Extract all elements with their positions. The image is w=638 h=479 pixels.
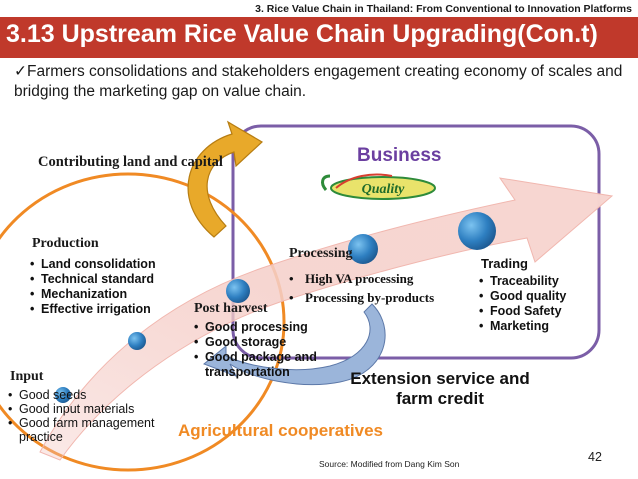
trading-title: Trading xyxy=(481,256,528,271)
post-harvest-list: Good processing Good storage Good packag… xyxy=(194,320,354,380)
list-item: High VA processing xyxy=(289,269,434,288)
intro-text: Farmers consolidations and stakeholders … xyxy=(14,63,623,100)
list-item: Good seeds xyxy=(8,388,183,402)
title-bar xyxy=(0,17,638,58)
list-item: Good input materials xyxy=(8,402,183,416)
contributing-arrow xyxy=(187,120,264,238)
input-list: Good seeds Good input materials Good far… xyxy=(8,388,183,444)
list-item: Good storage xyxy=(194,335,354,350)
trading-list: Traceability Good quality Food Safety Ma… xyxy=(479,274,589,334)
business-box xyxy=(231,124,601,360)
production-node xyxy=(128,332,146,350)
post-harvest-title: Post harvest xyxy=(194,301,268,316)
list-item: Good quality xyxy=(479,289,589,304)
slide-title: 3.13 Upstream Rice Value Chain Upgrading… xyxy=(6,20,598,48)
input-title: Input xyxy=(10,369,44,384)
production-list: Land consolidation Technical standard Me… xyxy=(30,257,156,317)
list-item: Traceability xyxy=(479,274,589,289)
processing-title: Processing xyxy=(289,246,353,261)
list-item: Processing by-products xyxy=(289,288,434,307)
list-item: Good farm management practice xyxy=(8,416,183,444)
quality-logo: Quality xyxy=(321,173,436,200)
list-item: Good package and transportation xyxy=(194,350,354,380)
trading-node xyxy=(458,212,496,250)
business-label: Business xyxy=(357,145,442,166)
list-item: Mechanization xyxy=(30,287,156,302)
cooperatives-label: Agricultural cooperatives xyxy=(178,421,384,440)
list-item: Marketing xyxy=(479,319,589,334)
chapter-header: 3. Rice Value Chain in Thailand: From Co… xyxy=(255,3,632,15)
list-item: Food Safety xyxy=(479,304,589,319)
contributing-label: Contributing land and capital xyxy=(38,154,223,170)
post-harvest-node xyxy=(226,279,250,303)
processing-node xyxy=(348,234,378,264)
list-item: Land consolidation xyxy=(30,257,156,272)
list-item: Good processing xyxy=(194,320,354,335)
svg-text:Quality: Quality xyxy=(362,182,406,197)
page-number: 42 xyxy=(588,450,602,464)
list-item: Technical standard xyxy=(30,272,156,287)
processing-list: High VA processing Processing by-product… xyxy=(289,269,434,307)
production-title: Production xyxy=(32,236,99,251)
check-icon: ✓ xyxy=(14,63,27,80)
source-note: Source: Modified from Dang Kim Son xyxy=(319,459,460,469)
extension-label: Extension service and farm credit xyxy=(350,369,530,408)
list-item: Effective irrigation xyxy=(30,302,156,317)
intro-bullet: ✓Farmers consolidations and stakeholders… xyxy=(14,62,629,102)
